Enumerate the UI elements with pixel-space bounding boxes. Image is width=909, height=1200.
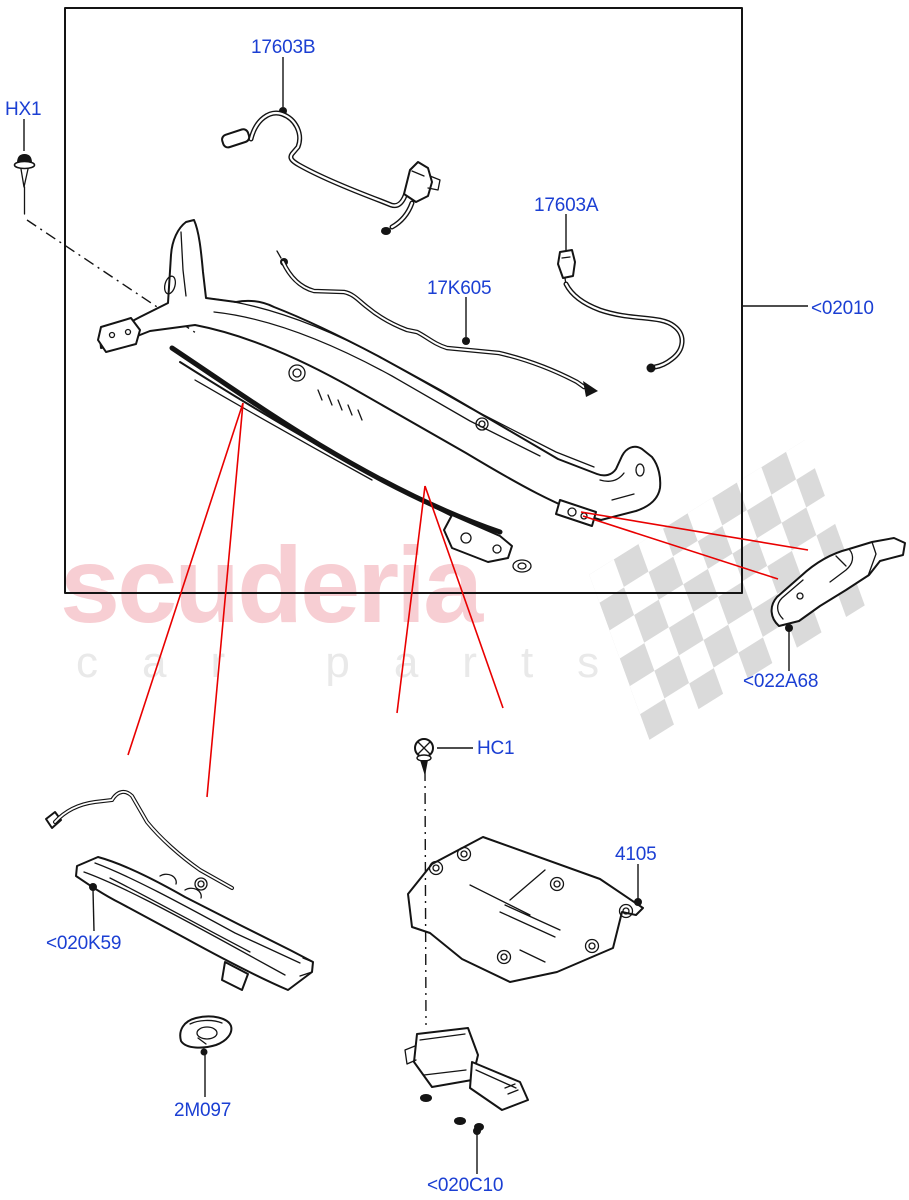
part-label-17603B[interactable]: 17603B <box>251 37 316 58</box>
part-label-17603A[interactable]: 17603A <box>534 195 599 216</box>
part-label-4105[interactable]: 4105 <box>615 844 657 865</box>
diagram-frame <box>64 7 743 594</box>
part-label-02010[interactable]: <02010 <box>811 298 874 319</box>
part-label-2M097[interactable]: 2M097 <box>174 1100 232 1121</box>
part-label-HX1[interactable]: HX1 <box>5 99 42 120</box>
part-bolt-hc1 <box>414 738 473 1026</box>
part-washer-hose-17603B <box>221 57 441 235</box>
part-cowl-side-trim-020K59 <box>45 789 314 991</box>
part-label-020K59[interactable]: <020K59 <box>46 933 122 954</box>
part-bracket-022A68 <box>770 537 906 671</box>
part-washer-tube-17K605 <box>276 250 598 397</box>
part-label-17K605[interactable]: 17K605 <box>427 278 492 299</box>
part-label-022A68[interactable]: <022A68 <box>743 671 819 692</box>
part-label-020C10[interactable]: <020C10 <box>427 1175 504 1196</box>
part-label-HC1[interactable]: HC1 <box>477 738 515 759</box>
red-pointer-lines <box>127 402 809 798</box>
part-cowl-panel-assembly-02010 <box>97 219 662 573</box>
part-cap-2M097 <box>179 1015 233 1097</box>
part-insulator-panel-4105 <box>407 836 644 983</box>
part-washer-hose-17603A <box>557 214 685 373</box>
alignment-dash-line-hc1 <box>424 769 427 1026</box>
part-bracket-020C10 <box>404 1027 529 1174</box>
